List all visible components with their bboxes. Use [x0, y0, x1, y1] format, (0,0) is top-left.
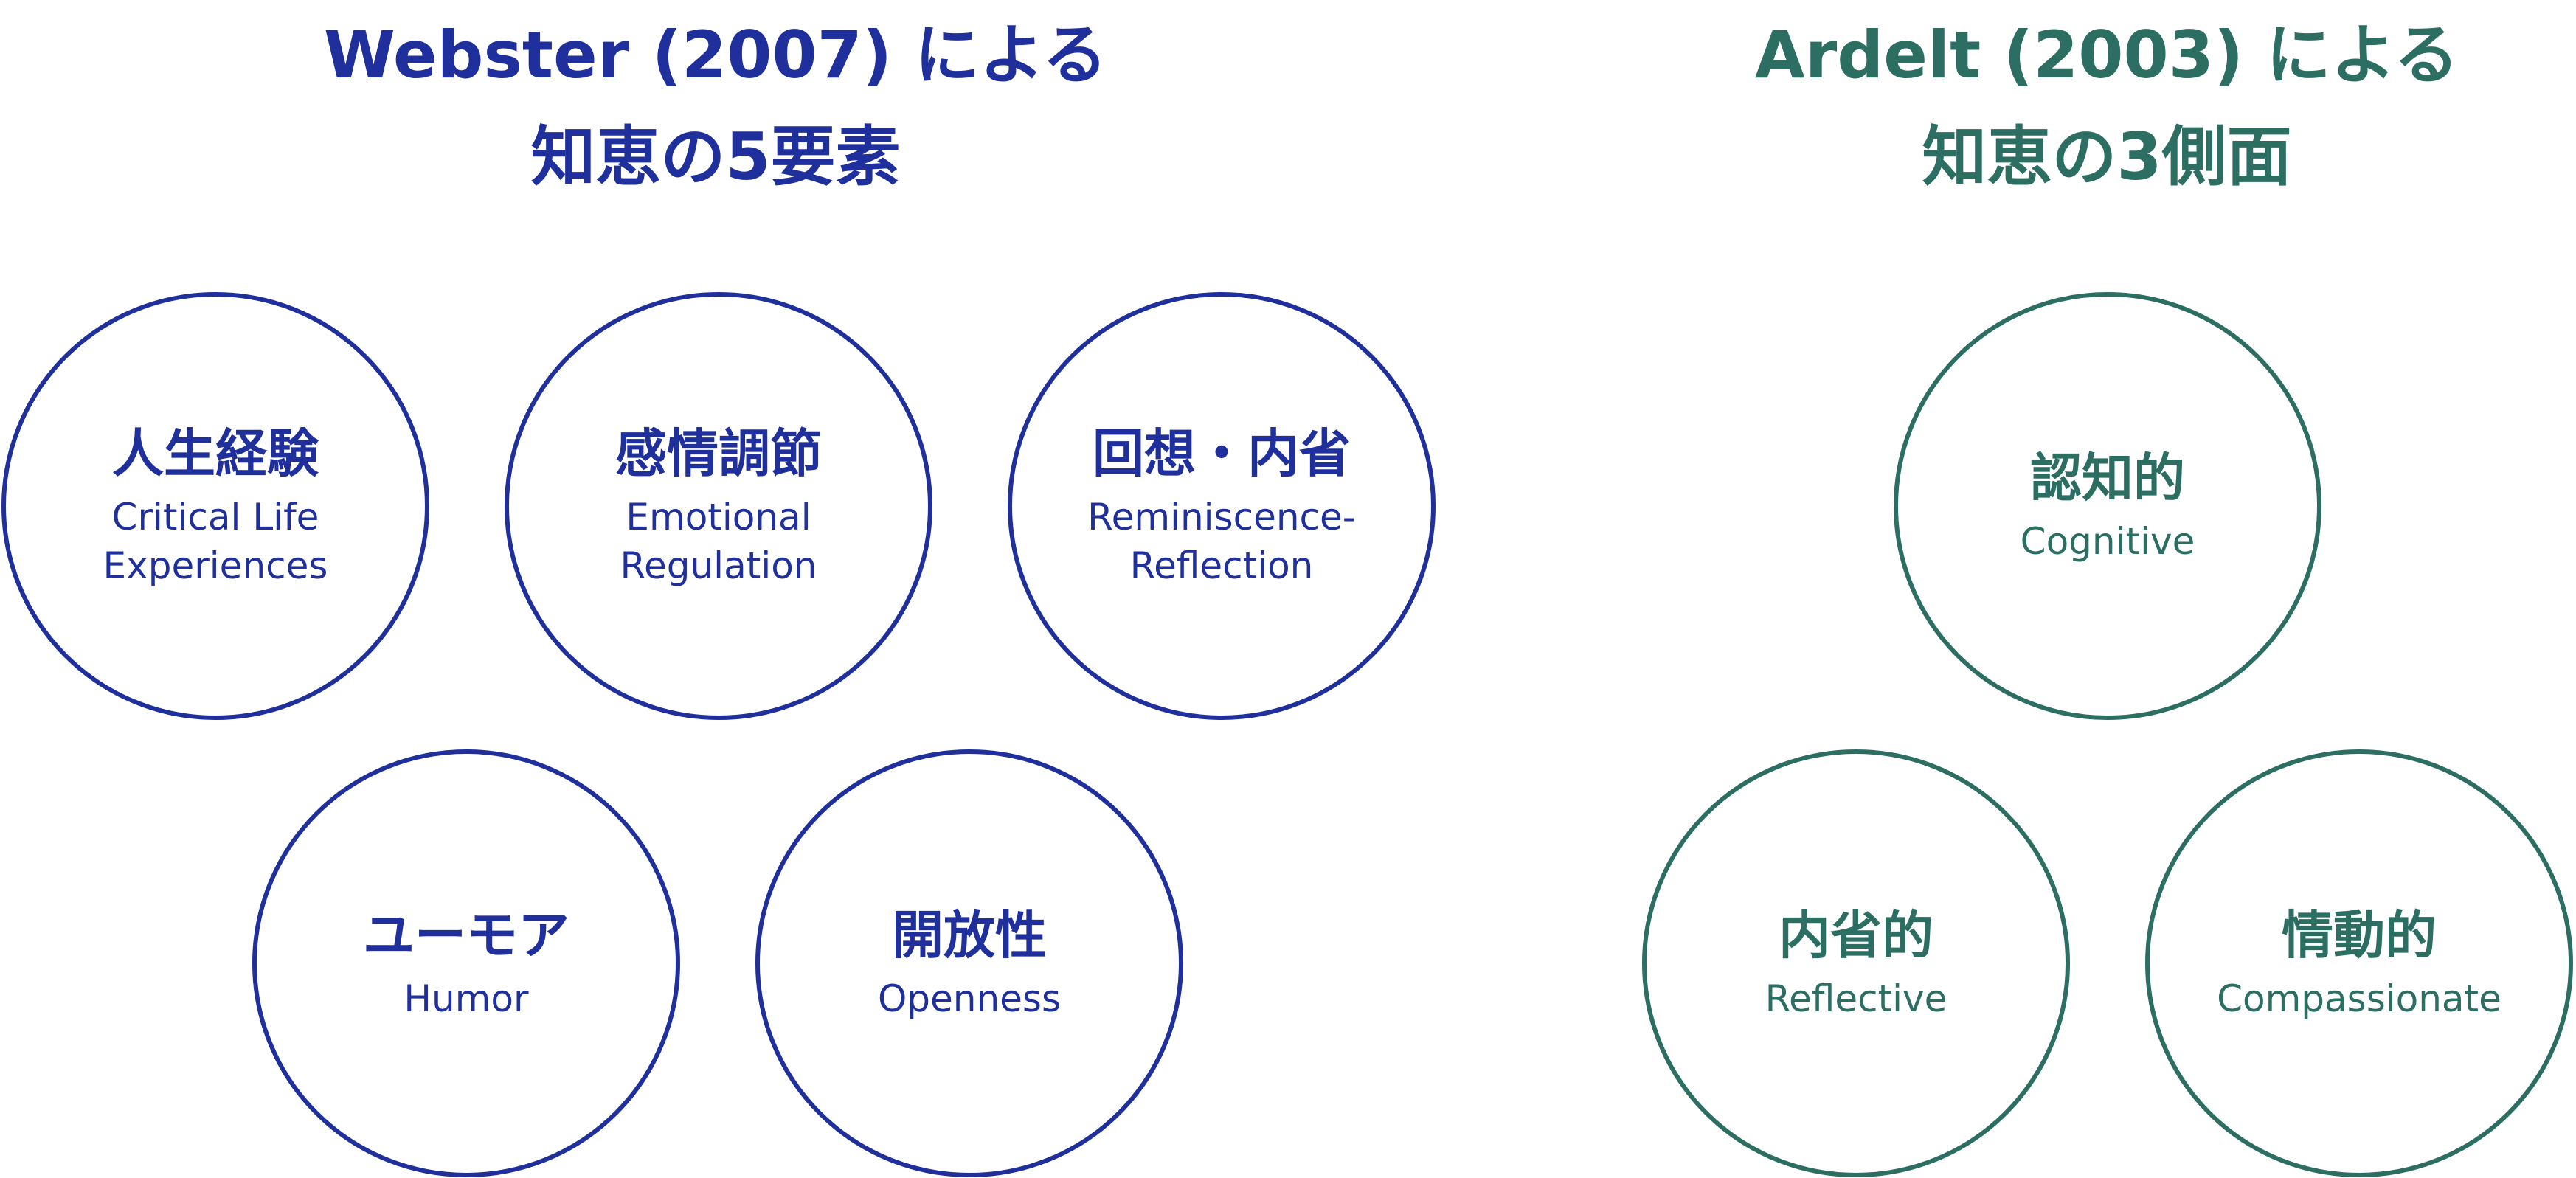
element-jp-label: 人生経験 [112, 423, 319, 484]
webster-element-circle: 感情調節 Emotional Regulation [505, 292, 932, 720]
ardelt-title-line2: 知恵の3側面 [1922, 119, 2292, 195]
element-en-label: Reflective [1765, 977, 1947, 1020]
ardelt-element-circle: 情動的 Compassionate [2145, 749, 2573, 1177]
webster-element-circle: 開放性 Openness [755, 749, 1183, 1177]
webster-element-circle: ユーモア Humor [252, 749, 680, 1177]
element-en-label: Emotional Regulation [620, 496, 817, 587]
element-jp-label: 開放性 [892, 905, 1047, 966]
webster-element-circle: 回想・内省 Reminiscence- Reflection [1008, 292, 1436, 720]
webster-element-circle: 人生経験 Critical Life Experiences [1, 292, 429, 720]
ardelt-title: Ardelt (2003) による 知恵の3側面 [1649, 4, 2564, 208]
element-jp-label: ユーモア [363, 905, 569, 966]
webster-title: Webster (2007) による 知恵の5要素 [207, 4, 1225, 208]
element-en-label: Reminiscence- Reflection [1087, 496, 1356, 587]
element-jp-label: 感情調節 [615, 423, 822, 484]
webster-title-line2: 知恵の5要素 [530, 119, 901, 195]
element-en-label: Openness [877, 977, 1062, 1020]
element-jp-label: 回想・内省 [1093, 423, 1351, 484]
element-en-label: Humor [404, 977, 529, 1020]
ardelt-title-line1: Ardelt (2003) による [1754, 17, 2459, 93]
element-en-label: Critical Life Experiences [103, 496, 328, 587]
ardelt-element-circle: 認知的 Cognitive [1894, 292, 2321, 720]
element-jp-label: 情動的 [2282, 905, 2437, 966]
element-jp-label: 認知的 [2030, 448, 2185, 508]
webster-title-line1: Webster (2007) による [323, 17, 1108, 93]
element-en-label: Cognitive [2020, 520, 2195, 563]
element-en-label: Compassionate [2217, 977, 2501, 1020]
element-jp-label: 内省的 [1779, 905, 1933, 966]
ardelt-element-circle: 内省的 Reflective [1642, 749, 2070, 1177]
